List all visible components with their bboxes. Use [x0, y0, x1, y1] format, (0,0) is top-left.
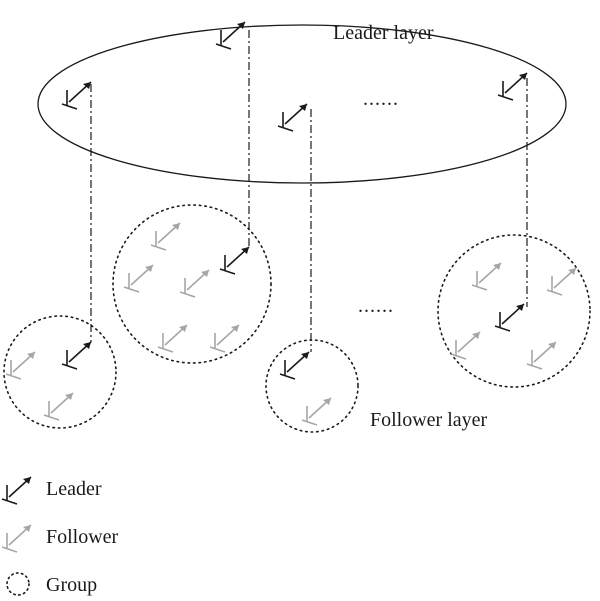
leader-layer-label: Leader layer	[333, 22, 434, 44]
leader-arrow-icon	[61, 81, 92, 110]
legend-follower-label: Follower	[46, 526, 119, 548]
follower-arrow-icon	[43, 392, 74, 421]
follower-arrow-icon	[179, 269, 210, 298]
follower-arrow-icon	[526, 341, 557, 370]
leader-arrow-icon	[279, 351, 310, 380]
leader-arrow-icon	[494, 303, 525, 332]
legend-leader-label: Leader	[46, 478, 102, 500]
leader-arrow-icon	[277, 103, 308, 132]
follower-layer-label: Follower layer	[370, 409, 488, 431]
ellipsis-leader-layer: ......	[363, 88, 399, 110]
legend-follower-icon	[1, 524, 32, 553]
group-circle-2	[112, 204, 272, 364]
legend-group-icon	[6, 572, 30, 596]
ellipsis-follower-layer: ......	[358, 295, 394, 317]
leader-arrow-icon	[215, 21, 246, 50]
leader-arrow-icon	[497, 72, 528, 101]
follower-arrow-icon	[123, 264, 154, 293]
follower-arrow-icon	[471, 262, 502, 291]
follower-arrow-icon	[546, 267, 577, 296]
leader-arrow-icon	[61, 341, 92, 370]
follower-arrow-icon	[157, 324, 188, 353]
group-circle-4	[437, 234, 591, 388]
leader-arrow-icon	[219, 246, 250, 275]
legend-leader-icon	[1, 476, 32, 505]
follower-arrow-icon	[5, 351, 36, 380]
group-circle-3	[265, 339, 359, 433]
legend-group-label: Group	[46, 574, 98, 596]
follower-arrow-icon	[450, 331, 481, 360]
leader-layer-ellipse	[37, 24, 567, 184]
group-circle-1	[3, 315, 117, 429]
follower-arrow-icon	[209, 324, 240, 353]
follower-arrow-icon	[150, 222, 181, 251]
follower-arrow-icon	[301, 397, 332, 426]
